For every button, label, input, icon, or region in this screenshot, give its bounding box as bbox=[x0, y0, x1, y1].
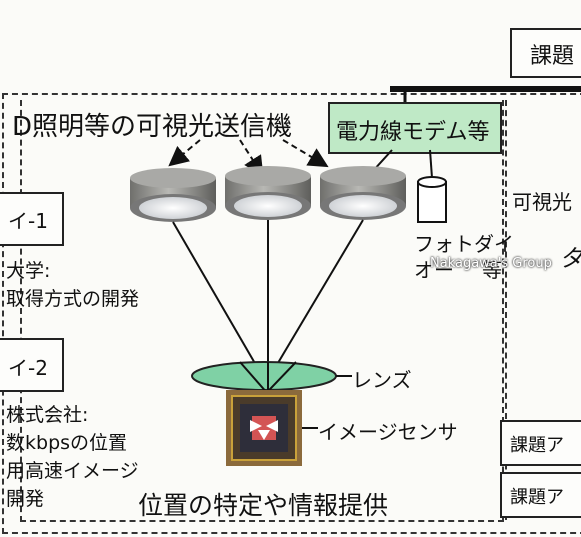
modem-photodiode-wire bbox=[429, 149, 433, 179]
image-sensor-chip bbox=[226, 390, 302, 466]
sensor-label: イメージセンサ bbox=[318, 420, 458, 444]
left-text-2c: 用高速イメージ bbox=[6, 460, 139, 482]
left-box-2 bbox=[0, 338, 64, 392]
left-text-1b: 取得方式の開発 bbox=[6, 288, 140, 310]
right-text-visible-light: 可視光 bbox=[512, 190, 572, 214]
photodiode-label-2: オー bbox=[414, 258, 454, 282]
bottom-caption: 位置の特定や情報提供 bbox=[138, 491, 389, 520]
modem-label: 電力線モデム等 bbox=[336, 120, 490, 145]
led-fixture-1 bbox=[130, 168, 216, 222]
lens bbox=[191, 361, 337, 391]
led-transmitter-heading: D照明等の可視光送信機 bbox=[12, 112, 293, 142]
issue-box-a1 bbox=[500, 420, 581, 466]
right-text-da: ダ bbox=[560, 238, 581, 273]
issue-box-a2-label: 課題ア bbox=[510, 487, 564, 508]
pointer-arrow-3 bbox=[282, 139, 329, 168]
led-fixture-3 bbox=[320, 166, 406, 220]
outer-frame bbox=[2, 93, 581, 534]
left-text-2b: 数kbpsの位置 bbox=[6, 432, 128, 454]
connector-bar bbox=[390, 86, 581, 92]
pointer-arrow-2 bbox=[239, 139, 264, 177]
photodiode bbox=[417, 176, 447, 223]
left-text-1a: 大学: bbox=[6, 260, 51, 282]
left-text-2d: 開発 bbox=[6, 488, 45, 510]
frame-divider bbox=[505, 100, 507, 520]
left-text-2a: 株式会社: bbox=[6, 404, 89, 426]
issue-box-a1-label: 課題ア bbox=[510, 435, 564, 456]
left-box-2-label: イ-2 bbox=[8, 356, 48, 380]
photodiode-label-1: フォトダイ bbox=[414, 232, 514, 256]
power-line-modem bbox=[328, 102, 502, 154]
pointer-arrow-1 bbox=[168, 139, 201, 167]
left-box-1-label: イ-1 bbox=[8, 209, 48, 233]
led-fixture-2 bbox=[225, 166, 311, 220]
watermark: Nakagawa's Group bbox=[430, 256, 552, 271]
lens-label: レンズ bbox=[352, 368, 412, 392]
issue-box-top bbox=[510, 28, 581, 78]
photodiode-label-3: 等 bbox=[482, 258, 502, 282]
issue-box-a2 bbox=[500, 472, 581, 518]
system-frame bbox=[20, 100, 504, 522]
issue-box-top-label: 課題 bbox=[530, 44, 575, 69]
left-box-1 bbox=[0, 192, 64, 246]
